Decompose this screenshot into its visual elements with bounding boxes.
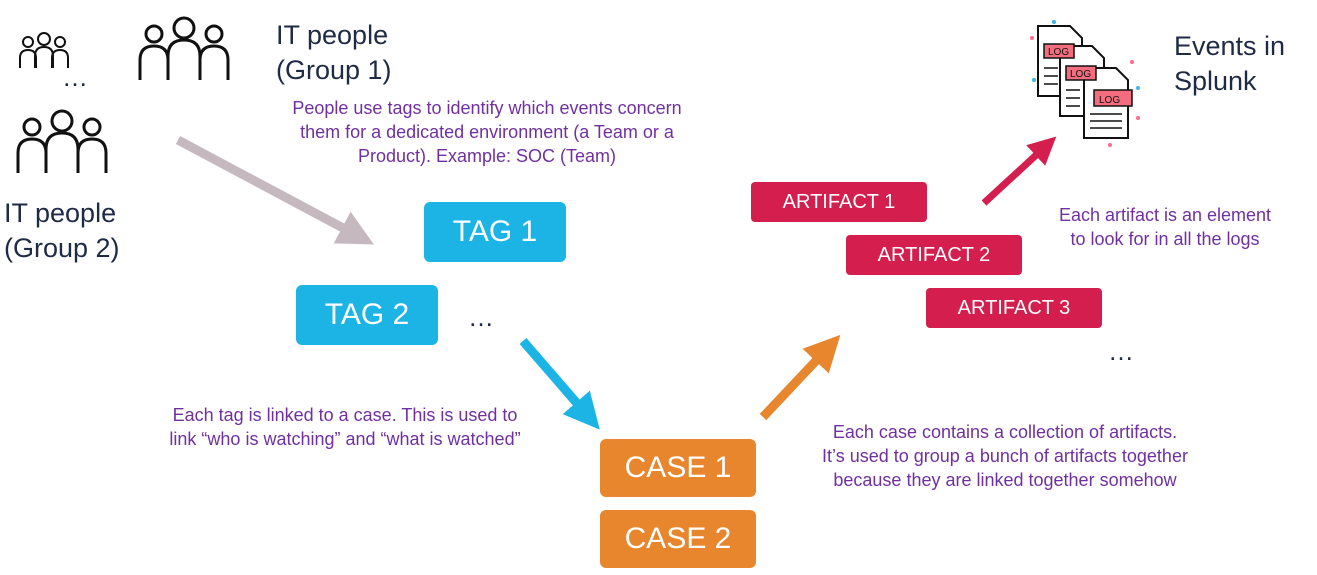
artifacts-ellipsis: … [1108, 336, 1134, 366]
case-note-line-1: Each case contains a collection of artif… [832, 422, 1178, 442]
artifact-note-line-1: Each artifact is an element [1058, 205, 1272, 225]
events-subtitle: Splunk [1174, 66, 1257, 96]
case-2-label: CASE 2 [624, 522, 732, 555]
log-files-icon: LOG LOG LOG [1030, 20, 1140, 147]
arrow-tags-to-cases [519, 338, 600, 430]
tag-case-note-line-1: Each tag is linked to a case. This is us… [172, 405, 518, 425]
tag-1-label: TAG 1 [452, 215, 538, 248]
artifact-1-label: ARTIFACT 1 [782, 190, 896, 213]
log-label-3: LOG [1099, 95, 1120, 106]
case-1-label: CASE 1 [624, 451, 732, 484]
group-1-subtitle: (Group 1) [276, 55, 392, 85]
artifact-3-box: ARTIFACT 3 [926, 288, 1102, 328]
case-note-line-2: It’s used to group a bunch of artifacts … [822, 446, 1188, 466]
groups-ellipsis: … [62, 62, 88, 92]
events-title: Events in [1174, 31, 1286, 61]
artifact-2-box: ARTIFACT 2 [846, 235, 1022, 275]
tag-case-note-line-2: link “who is watching” and “what is watc… [169, 429, 521, 449]
artifact-note: Each artifact is an element to look for … [1030, 203, 1300, 251]
events-heading: Events in Splunk [1174, 29, 1285, 99]
artifact-note-line-2: to look for in all the logs [1070, 229, 1260, 249]
tags-note: People use tags to identify which events… [292, 98, 682, 166]
log-label-1: LOG [1048, 47, 1069, 58]
group-1-heading: IT people (Group 1) [276, 18, 392, 88]
arrow-artifacts-to-events [981, 136, 1057, 206]
arrow-cases-to-artifacts [759, 334, 841, 421]
group-2-title: IT people [4, 198, 117, 228]
case-2-box: CASE 2 [600, 510, 756, 568]
people-group-small-icon [19, 32, 69, 68]
arrow-groups-to-tags [175, 136, 374, 245]
artifact-1-box: ARTIFACT 1 [751, 182, 927, 222]
tags-ellipsis: … [468, 302, 494, 332]
people-group-2-icon [16, 109, 108, 173]
group-2-heading: IT people (Group 2) [4, 196, 120, 266]
tag-case-note: Each tag is linked to a case. This is us… [140, 403, 550, 451]
group-1-title: IT people [276, 20, 389, 50]
tag-2-label: TAG 2 [324, 298, 410, 331]
artifact-2-label: ARTIFACT 2 [877, 243, 991, 266]
tag-1-box: TAG 1 [424, 202, 566, 262]
case-note-line-3: because they are linked together somehow [833, 470, 1177, 490]
log-label-2: LOG [1070, 69, 1091, 80]
group-2-subtitle: (Group 2) [4, 233, 120, 263]
artifact-3-label: ARTIFACT 3 [957, 296, 1071, 319]
case-1-box: CASE 1 [600, 439, 756, 497]
tag-2-box: TAG 2 [296, 285, 438, 345]
people-group-1-icon [138, 16, 230, 80]
case-note: Each case contains a collection of artif… [790, 420, 1220, 492]
